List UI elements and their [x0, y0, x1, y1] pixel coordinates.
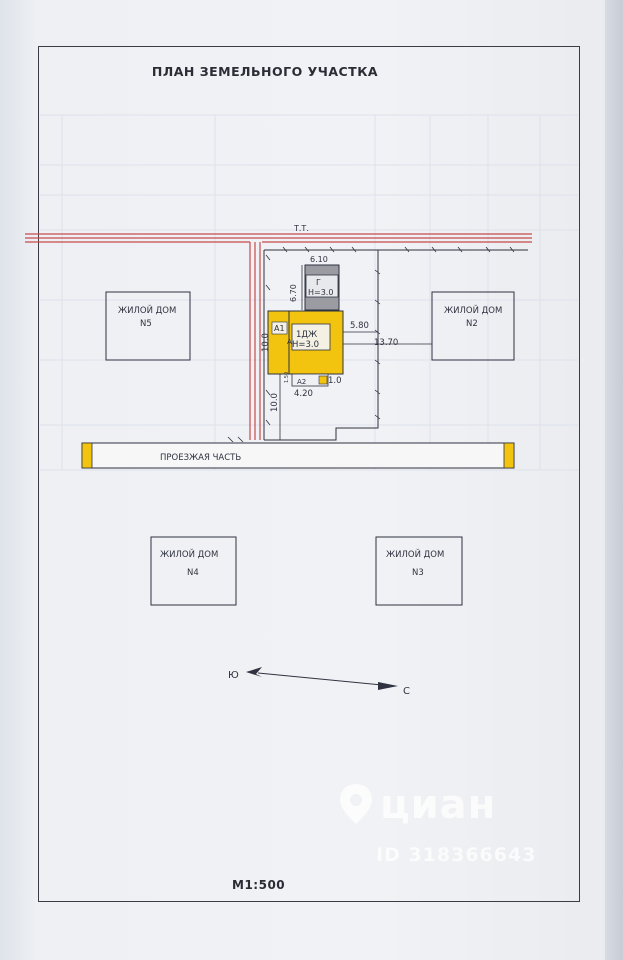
fence-marks: [227, 246, 515, 443]
dim-1-50: 1.50: [284, 372, 290, 383]
roadway: [81, 442, 515, 469]
side-road: [249, 242, 265, 440]
page-title: ПЛАН ЗЕМЕЛЬНОГО УЧАСТКА: [151, 64, 379, 79]
dim-5-80: 5.80: [350, 321, 369, 331]
sheet-edge: [605, 0, 623, 960]
dim-6-10: 6.10: [310, 255, 328, 264]
compass-arrow: [246, 667, 398, 690]
house-n2: ЖИЛОЙ ДОМ N2: [431, 291, 515, 361]
watermark-brand: циан: [380, 782, 497, 828]
garage-letter: Г: [316, 278, 321, 287]
compass-south: Ю: [228, 670, 239, 681]
main-house: 1ДЖ H=3.0 А1 А: [267, 310, 344, 375]
house-n3-label: ЖИЛОЙ ДОМ: [386, 548, 444, 560]
annex-a1-label: А1: [274, 324, 285, 333]
annex-a2-label: А2: [297, 378, 306, 386]
annex-a-label: А: [287, 338, 292, 346]
scale-label: М1:500: [232, 878, 286, 892]
garage-label-box: [305, 274, 339, 298]
compass-north: С: [403, 686, 410, 697]
dim-4-20: 4.20: [294, 389, 313, 399]
drawing-frame: [38, 46, 580, 902]
roadway-label: ПРОЕЗЖАЯ ЧАСТЬ: [160, 453, 241, 463]
house-n4: ЖИЛОЙ ДОМ N4: [150, 536, 237, 606]
house-n2-number: N2: [466, 319, 478, 329]
house-n3-number: N3: [412, 568, 424, 578]
dim-10-0-left: 10.0: [261, 333, 271, 352]
garage-height: H=3.0: [308, 288, 333, 297]
house-n5: ЖИЛОЙ ДОМ N5: [105, 291, 191, 361]
house-n2-label: ЖИЛОЙ ДОМ: [444, 304, 502, 316]
dim-10-0-bottom: 10.0: [270, 393, 280, 412]
watermark-id: ID 318366643: [376, 844, 537, 866]
top-road: [25, 233, 532, 243]
well-icon: [318, 375, 328, 385]
house-n4-number: N4: [187, 568, 199, 578]
main-house-height: H=3.0: [292, 340, 319, 350]
dim-13-70: 13.70: [374, 338, 398, 348]
plot-boundary: [264, 249, 528, 441]
house-n5-number: N5: [140, 319, 152, 329]
main-house-code: 1ДЖ: [296, 330, 317, 340]
dim-6-70: 6.70: [289, 284, 298, 302]
dim-1-0: 1.0: [328, 376, 342, 386]
road-label-top: Т.Т.: [293, 224, 309, 233]
house-n3: ЖИЛОЙ ДОМ N3: [375, 536, 463, 606]
house-n5-label: ЖИЛОЙ ДОМ: [118, 304, 176, 316]
house-n4-label: ЖИЛОЙ ДОМ: [160, 548, 218, 560]
location-pin-icon: [340, 784, 372, 824]
